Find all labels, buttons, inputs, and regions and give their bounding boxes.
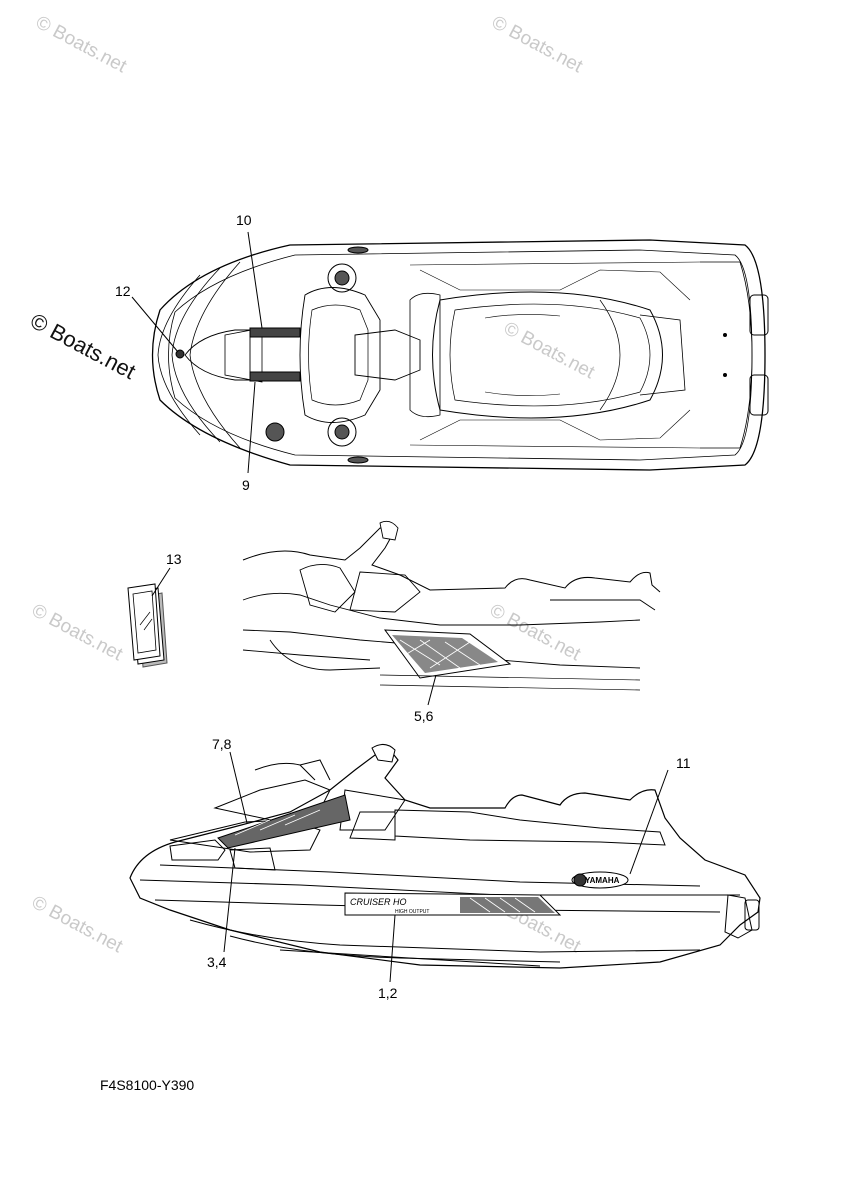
decal-text-cruiser: CRUISER HO (350, 897, 407, 907)
callout-5-6: 5,6 (414, 708, 434, 724)
top-view-watercraft (151, 239, 769, 471)
callout-12: 12 (115, 283, 131, 299)
callout-3-4: 3,4 (207, 954, 227, 970)
full-side-view-watercraft (129, 744, 761, 969)
callout-13: 13 (166, 551, 182, 567)
callout-7-8: 7,8 (212, 736, 232, 752)
callout-11: 11 (676, 755, 691, 771)
partial-side-view (242, 520, 661, 691)
item-13-decal-sheet (127, 583, 168, 668)
diagram-code: F4S8100-Y390 (100, 1077, 195, 1093)
decal-9 (249, 371, 301, 382)
decal-text-high-output: HIGH OUTPUT (395, 909, 429, 915)
callout-9: 9 (242, 477, 250, 493)
decal-10 (249, 327, 301, 338)
decal-text-yamaha: YAMAHA (585, 876, 620, 885)
callout-10: 10 (236, 212, 252, 228)
callout-1-2: 1,2 (378, 985, 398, 1001)
